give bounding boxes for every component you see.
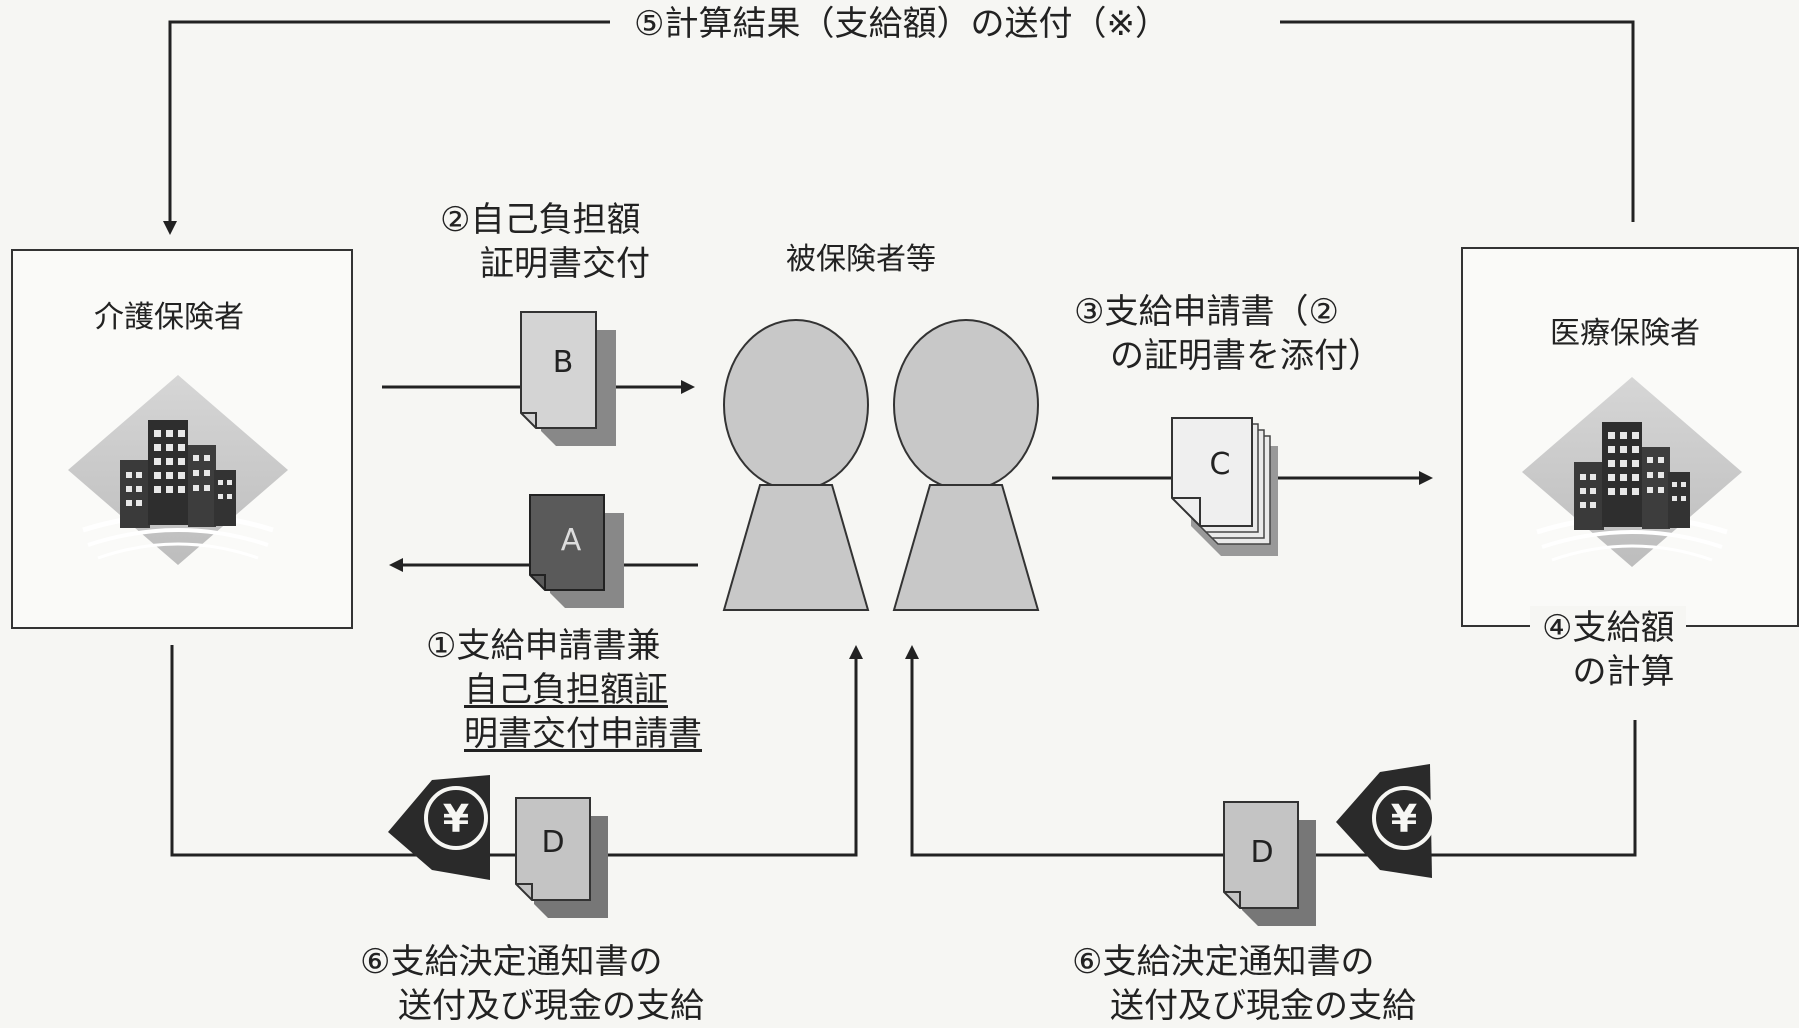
step2-label: ②自己負担額 証明書交付 [440,198,650,286]
document-d: D [1223,801,1316,926]
step2-line1: ②自己負担額 [440,200,641,240]
yen-symbol: ¥ [443,797,469,841]
step1-line2: 自己負担額証 [464,670,668,710]
step3-label: ③支給申請書（② の証明書を添付） [1074,290,1382,378]
step1-label: ①支給申請書兼 自己負担額証 明書交付申請書 [426,624,702,756]
building-icon [1522,377,1742,567]
person-icon [892,319,1040,611]
document-a: A [529,494,624,608]
step6-left-line1: ⑥支給決定通知書の [360,942,663,982]
document-letter: D [541,825,564,860]
step3-line2: の証明書を添付） [1110,336,1382,376]
arrow-step6-left [170,645,863,857]
yen-coin-icon: ¥ [1336,764,1436,878]
document-letter: B [553,345,574,380]
step6-left-label: ⑥支給決定通知書の 送付及び現金の支給 [360,940,704,1028]
top-flow-line [163,20,1635,235]
left-entity-label: 介護保険者 [94,300,244,335]
step6-right-line2: 送付及び現金の支給 [1110,986,1416,1026]
document-b: B [520,311,616,446]
document-letter: D [1250,835,1273,870]
center-entity-label: 被保険者等 [786,242,936,277]
document-c: C [1171,417,1278,556]
top-flow-label: ⑤計算結果（支給額）の送付（※） [634,4,1169,44]
yen-coin-icon: ¥ [388,775,490,880]
step2-line2: 証明書交付 [480,244,650,284]
document-letter: A [561,523,582,558]
step6-right-line1: ⑥支給決定通知書の [1072,942,1375,982]
building-icon [68,375,288,565]
step6-right-label: ⑥支給決定通知書の 送付及び現金の支給 [1072,940,1416,1028]
step6-left-line2: 送付及び現金の支給 [398,986,704,1026]
step4-line2: の計算 [1572,652,1675,692]
person-icon [722,319,870,611]
step4-label: ④支給額 の計算 [1530,606,1687,694]
step4-line1: ④支給額 [1542,608,1675,648]
step1-line3: 明書交付申請書 [464,714,702,754]
right-entity-label: 医療保険者 [1550,316,1700,351]
step1-line1: ①支給申請書兼 [426,626,661,666]
document-d: D [515,797,608,918]
step3-line1: ③支給申請書（② [1074,292,1339,332]
yen-symbol: ¥ [1391,797,1417,841]
document-letter: C [1210,447,1231,482]
